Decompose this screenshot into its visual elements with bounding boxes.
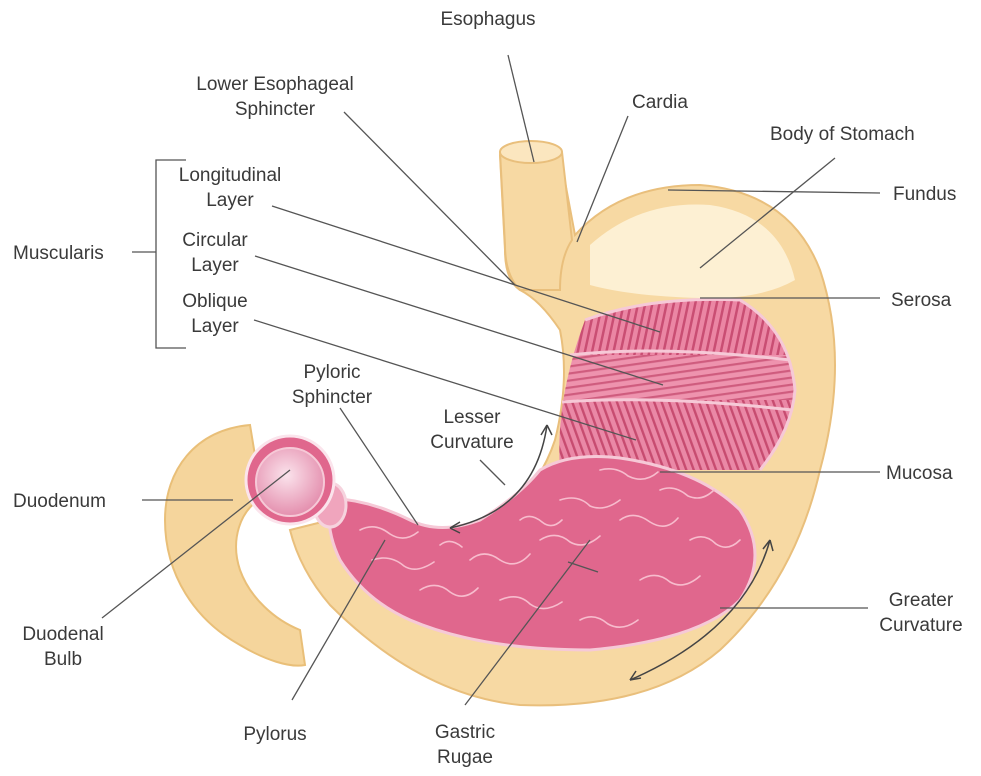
label-serosa: Serosa: [891, 288, 951, 313]
label-line: Layer: [160, 188, 300, 213]
label-line: Duodenal: [8, 622, 118, 647]
label-line: Curvature: [412, 430, 532, 455]
label-greater-curvature: Greater Curvature: [862, 588, 980, 638]
label-line: Layer: [160, 314, 270, 339]
label-cardia: Cardia: [615, 90, 705, 115]
label-line: Longitudinal: [160, 163, 300, 188]
label-lower-esophageal-sphincter: Lower Esophageal Sphincter: [165, 72, 385, 122]
label-circular-layer: Circular Layer: [160, 228, 270, 278]
label-lesser-curvature: Lesser Curvature: [412, 405, 532, 455]
label-line: Pyloric: [272, 360, 392, 385]
label-fundus: Fundus: [893, 182, 956, 207]
label-muscularis: Muscularis: [13, 241, 104, 266]
esophagus-shape: [500, 145, 572, 290]
label-longitudinal-layer: Longitudinal Layer: [160, 163, 300, 213]
label-line: Curvature: [862, 613, 980, 638]
label-body-of-stomach: Body of Stomach: [770, 122, 915, 147]
label-line: Circular: [160, 228, 270, 253]
label-duodenal-bulb: Duodenal Bulb: [8, 622, 118, 672]
label-line: Rugae: [410, 745, 520, 770]
label-line: Greater: [862, 588, 980, 613]
label-line: Sphincter: [272, 385, 392, 410]
label-line: Gastric: [410, 720, 520, 745]
label-pyloric-sphincter: Pyloric Sphincter: [272, 360, 392, 410]
label-duodenum: Duodenum: [13, 489, 106, 514]
label-oblique-layer: Oblique Layer: [160, 289, 270, 339]
label-line: Sphincter: [165, 97, 385, 122]
label-line: Layer: [160, 253, 270, 278]
label-gastric-rugae: Gastric Rugae: [410, 720, 520, 770]
label-esophagus: Esophagus: [428, 7, 548, 32]
label-line: Bulb: [8, 647, 118, 672]
label-mucosa: Mucosa: [886, 461, 953, 486]
label-line: Lesser: [412, 405, 532, 430]
label-pylorus: Pylorus: [225, 722, 325, 747]
label-line: Lower Esophageal: [165, 72, 385, 97]
label-line: Oblique: [160, 289, 270, 314]
